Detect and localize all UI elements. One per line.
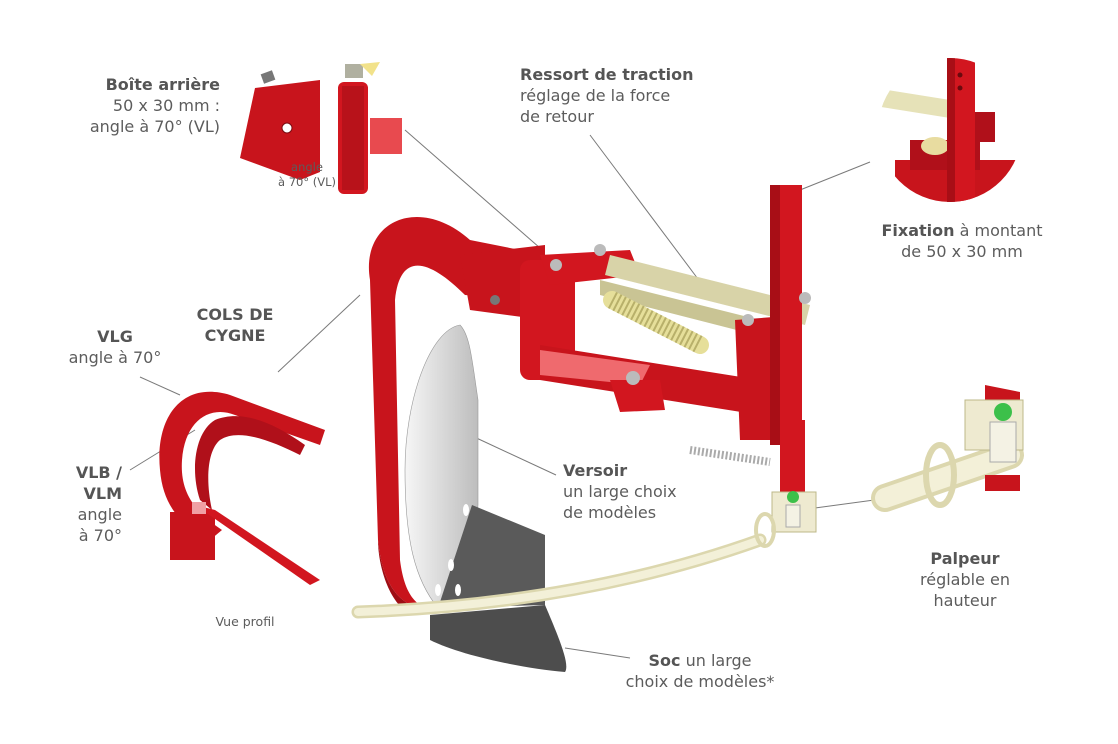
vlg-line1: angle à 70°	[68, 348, 162, 367]
cols-line1: COLS DE	[196, 305, 274, 324]
leader-ressort	[589, 134, 711, 296]
boite-inset-line1: angle	[291, 160, 323, 174]
palpeur-part	[351, 385, 1024, 619]
cols-de-cygne-part	[159, 391, 325, 585]
ressort-line1: réglage de la force	[520, 86, 671, 105]
boite-title: Boîte arrière	[105, 75, 220, 94]
label-vue-profil: Vue profil	[215, 614, 275, 629]
leader-cols	[277, 294, 361, 373]
versoir-line1: un large choix	[563, 482, 677, 501]
palpeur-title: Palpeur	[930, 549, 1000, 568]
label-versoir: Versoir un large choix de modèles	[563, 460, 743, 523]
versoir-line2: de modèles	[563, 503, 657, 522]
vlb-title2: VLM	[83, 484, 123, 503]
label-ressort: Ressort de traction réglage de la force …	[520, 64, 750, 127]
label-palpeur: Palpeur réglable en hauteur	[885, 548, 1045, 611]
versoir-title: Versoir	[563, 461, 628, 480]
soc-line2: choix de modèles*	[625, 672, 775, 691]
fixation-inset	[878, 58, 1022, 202]
label-cols-de-cygne: COLS DE CYGNE	[180, 304, 290, 346]
label-vlb-vlm: VLB / VLM angle à 70°	[50, 462, 122, 546]
spring-icon	[603, 291, 709, 354]
linkage-assembly	[460, 185, 811, 500]
label-soc: Soc un large choix de modèles*	[590, 650, 810, 692]
fixation-rest: à montant	[954, 221, 1043, 240]
leader-boite	[404, 129, 541, 249]
label-fixation: Fixation à montant de 50 x 30 mm	[862, 220, 1062, 262]
boite-line2: angle à 70° (VL)	[89, 117, 220, 136]
fixation-line2: de 50 x 30 mm	[901, 242, 1023, 261]
leader-versoir	[469, 434, 557, 476]
ressort-title: Ressort de traction	[520, 65, 694, 84]
label-boite-inset: angle à 70° (VL)	[262, 160, 352, 190]
boite-line1: 50 x 30 mm :	[112, 96, 220, 115]
label-boite-arriere: Boîte arrière 50 x 30 mm : angle à 70° (…	[60, 74, 220, 137]
soc-rest: un large	[680, 651, 752, 670]
vlb-line1: angle	[77, 505, 122, 524]
versoir-part	[404, 324, 567, 672]
leader-soc	[564, 647, 631, 659]
fixation-title: Fixation	[881, 221, 955, 240]
boite-arriere-part	[240, 62, 402, 194]
ressort-line2: de retour	[520, 107, 594, 126]
boite-inset-line2: à 70° (VL)	[278, 175, 336, 189]
palpeur-line1: réglable en	[920, 570, 1010, 589]
label-vlg: VLG angle à 70°	[55, 326, 175, 368]
leader-fixation	[799, 161, 871, 191]
vlg-title: VLG	[97, 327, 133, 346]
palpeur-line2: hauteur	[933, 591, 997, 610]
soc-title: Soc	[648, 651, 681, 670]
vlb-line2: à 70°	[78, 526, 122, 545]
leader-vlg	[139, 376, 181, 396]
cols-line2: CYGNE	[204, 326, 266, 345]
vlb-title1: VLB /	[75, 463, 122, 482]
